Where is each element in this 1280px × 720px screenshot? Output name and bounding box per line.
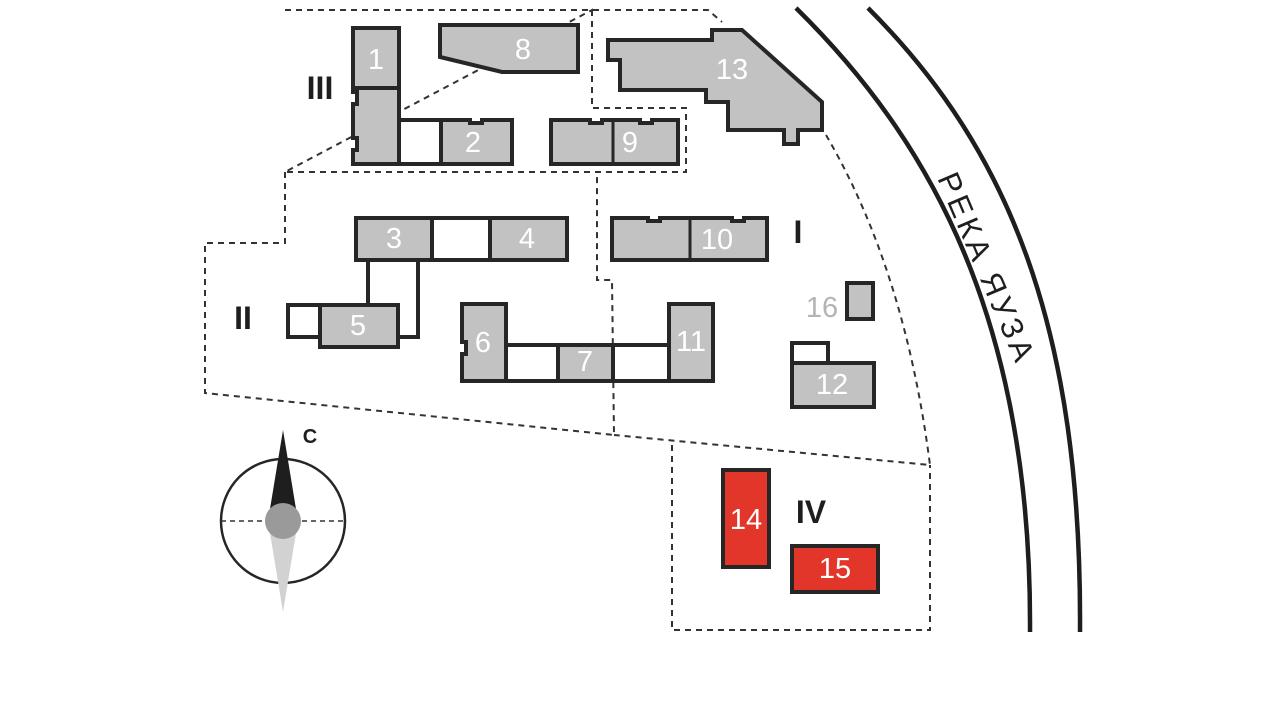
zone-label-i: I bbox=[794, 214, 803, 250]
zone-boundary-iii bbox=[284, 8, 723, 173]
link-7-11 bbox=[611, 343, 671, 383]
building-2-number: 2 bbox=[465, 127, 481, 159]
building-connectors bbox=[366, 260, 420, 339]
building-8[interactable] bbox=[438, 23, 580, 74]
zone-boundary-i bbox=[613, 134, 932, 467]
building-14[interactable] bbox=[721, 468, 771, 569]
building-10-number: 10 bbox=[701, 224, 733, 256]
building-5[interactable] bbox=[318, 303, 400, 349]
zone-label-iv: IV bbox=[796, 494, 827, 530]
building-13[interactable] bbox=[606, 28, 824, 146]
zone-boundaries bbox=[204, 8, 932, 631]
compass-hub bbox=[265, 503, 301, 539]
building-9-number: 9 bbox=[622, 127, 638, 159]
annex-12 bbox=[790, 341, 830, 365]
zone-boundary-ii bbox=[204, 172, 616, 437]
zone-label-ii: II bbox=[234, 300, 252, 336]
building-6-number: 6 bbox=[475, 327, 491, 359]
building-16[interactable] bbox=[845, 281, 875, 321]
link-6-7 bbox=[504, 343, 560, 383]
courtyard-link-1-2 bbox=[397, 118, 443, 166]
building-7[interactable] bbox=[556, 343, 615, 383]
building-16-number: 16 bbox=[806, 292, 838, 324]
river-label: РЕКА ЯУЗА bbox=[931, 167, 1044, 370]
building-1-number: 1 bbox=[368, 44, 384, 76]
compass-south-needle bbox=[268, 521, 298, 612]
building-6[interactable] bbox=[460, 302, 508, 383]
building-13-number: 13 bbox=[716, 54, 748, 86]
building-7-number: 7 bbox=[577, 346, 593, 378]
annex-5 bbox=[286, 303, 322, 339]
building-11[interactable] bbox=[667, 302, 715, 383]
building-2[interactable] bbox=[439, 118, 514, 166]
building-15-number: 15 bbox=[819, 553, 851, 585]
building-11-number: 11 bbox=[676, 326, 706, 358]
compass-north-label: С bbox=[303, 426, 317, 448]
building-8-number: 8 bbox=[515, 34, 531, 66]
zone-boundary-iv bbox=[671, 445, 931, 631]
building-12-number: 12 bbox=[816, 369, 848, 401]
building-3-number: 3 bbox=[386, 223, 402, 255]
compass: С bbox=[219, 426, 347, 612]
building-5-number: 5 bbox=[350, 310, 366, 342]
building-4-number: 4 bbox=[519, 223, 535, 255]
building-12[interactable] bbox=[790, 361, 876, 409]
building-14-number: 14 bbox=[730, 504, 762, 536]
building-3[interactable] bbox=[354, 216, 434, 262]
river-banks bbox=[794, 6, 1083, 633]
building-1[interactable] bbox=[351, 26, 401, 166]
zone-label-iii: III bbox=[307, 70, 334, 106]
link-3-4 bbox=[430, 216, 492, 262]
river-bank-right bbox=[866, 6, 1083, 633]
compass-north-needle bbox=[268, 430, 298, 521]
river-bank-left bbox=[794, 6, 1033, 633]
building-4[interactable] bbox=[488, 216, 569, 262]
building-15[interactable] bbox=[790, 544, 880, 594]
